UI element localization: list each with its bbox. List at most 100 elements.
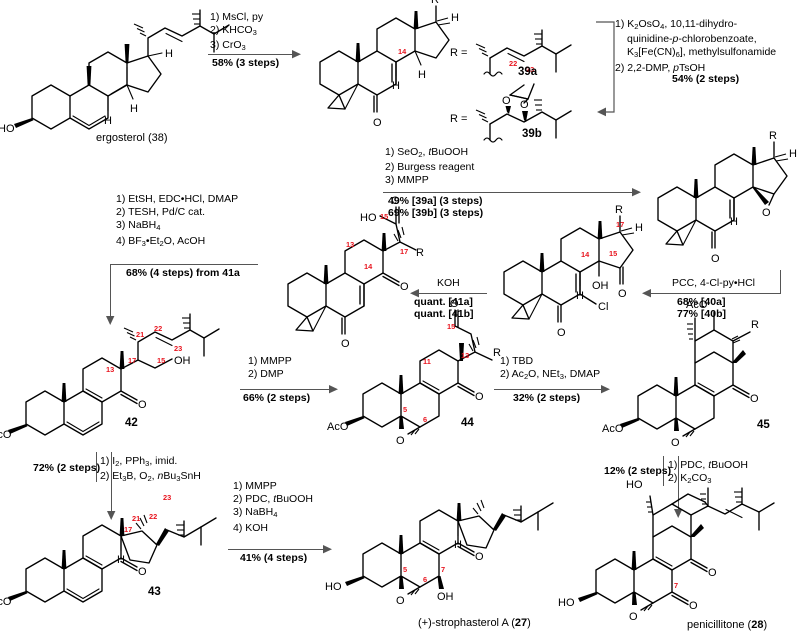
locant-c13: 13: [106, 365, 114, 374]
svg-text:R =: R =: [450, 47, 467, 59]
arrow-head-allylic: [632, 187, 642, 198]
svg-text:H: H: [576, 290, 584, 302]
arrow-dihydroxylation: [596, 20, 620, 120]
svg-text:O: O: [671, 437, 680, 449]
locant-c15: 15: [609, 249, 617, 258]
locant-c23: 23: [526, 65, 534, 74]
locant-c17: 17: [128, 356, 136, 365]
structure-strophasterol-a-27: O HO O OH H 5 6 7: [325, 490, 555, 620]
arrow-down-radical: [111, 452, 113, 514]
svg-text:H: H: [789, 148, 797, 160]
condition-line: 1) MsCl, py: [210, 11, 264, 23]
structure-sidechain-39b: R = O O: [450, 78, 630, 148]
locant-c21: 21: [136, 330, 144, 339]
locant-c7: 7: [674, 581, 678, 590]
condition-line: KOH: [437, 277, 460, 289]
arrow-divider-radical: [96, 452, 98, 482]
svg-text:H: H: [454, 539, 462, 551]
condition-line: 4) KOH: [233, 521, 269, 534]
compound-label-45: 45: [757, 419, 770, 431]
svg-text:R: R: [769, 130, 777, 142]
svg-text:O: O: [762, 207, 771, 219]
yield-final-penicillitone: 12% (2 steps): [604, 465, 672, 477]
condition-line: 1) TBD: [500, 355, 534, 367]
condition-line: 2) DMP: [248, 368, 284, 381]
arrow-head-fourstep: [105, 316, 116, 326]
svg-text:Cl: Cl: [598, 301, 608, 313]
locant-c7: 7: [441, 565, 445, 574]
svg-text:O: O: [341, 338, 350, 350]
svg-text:O: O: [689, 600, 698, 612]
compound-label-28: penicillitone (28): [687, 619, 768, 631]
arrow-head-final-strophasterol: [323, 544, 333, 555]
compound-label-38: ergosterol (38): [96, 132, 168, 144]
condition-line: 2) PDC, tBuOOH: [233, 493, 313, 506]
svg-text:O: O: [138, 399, 147, 411]
locant-c22: 22: [149, 512, 157, 521]
svg-text:H: H: [117, 554, 125, 566]
condition-line: 1) SeO2, tBuOOH: [385, 146, 469, 159]
condition-line: 2) Ac2O, NEt3, DMAP: [500, 368, 601, 382]
conditions-fourstep: 1) EtSH, EDC•HCl, DMAP 2) TESH, Pd/C cat…: [116, 193, 238, 250]
svg-text:O: O: [391, 195, 400, 207]
svg-text:R: R: [431, 0, 439, 6]
arrow-divider-penicillitone: [663, 456, 665, 486]
compound-label-39b: 39b: [522, 128, 542, 140]
locant-c23: 23: [174, 344, 182, 353]
conditions-mmpp-dmp: 1) MMPP 2) DMP: [248, 355, 292, 381]
compound-label-39a: 39a: [518, 66, 538, 78]
svg-text:O: O: [400, 281, 409, 293]
condition-line: 2) Burgess reagent: [385, 161, 475, 174]
yield-radical: 72% (2 steps): [33, 462, 101, 474]
arrow-shaft-fourstep: [110, 264, 258, 266]
svg-text:O: O: [711, 253, 720, 265]
yield-koh-41a: quant. [41a]: [414, 296, 473, 308]
svg-text:H: H: [130, 103, 138, 115]
arrow-shaft-allylic: [383, 192, 635, 194]
yield-allylic-39a: 49% [39a] (3 steps): [388, 195, 483, 207]
svg-text:R: R: [493, 347, 501, 359]
locant-c15: 15: [380, 212, 388, 221]
locant-c17: 17: [400, 247, 408, 256]
yield-step1: 58% (3 steps): [212, 57, 280, 69]
structure-epoxide-40: O H O R H: [638, 130, 798, 270]
condition-line: 3) MMPP: [385, 174, 429, 187]
condition-line: 3) NaBH4: [116, 219, 161, 233]
locant-c17: 17: [124, 525, 132, 534]
conditions-koh: KOH: [437, 277, 460, 290]
locant-c15: 15: [447, 322, 455, 331]
locant-c22: 22: [154, 324, 162, 333]
structure-42: O AcO OH 13 17 21 22 23 15: [0, 313, 228, 458]
svg-text:O: O: [520, 99, 529, 111]
arrow-down-penicillitone: [678, 456, 680, 512]
locant-c14: 14: [581, 250, 590, 259]
locant-c23: 23: [163, 493, 171, 502]
svg-text:O: O: [475, 391, 484, 403]
svg-text:HO: HO: [325, 581, 342, 593]
arrow-head-mmpp-dmp: [329, 384, 339, 395]
svg-text:AcO: AcO: [327, 421, 349, 433]
locant-c22: 22: [509, 59, 517, 68]
arrow-down-fourstep: [110, 264, 112, 319]
svg-text:H: H: [635, 222, 643, 234]
svg-text:AcO: AcO: [602, 423, 624, 435]
condition-line: 1) MMPP: [248, 355, 292, 367]
arrow-shaft-final-strophasterol: [228, 549, 326, 551]
structure-sidechain-39a: R = 22 23: [450, 6, 630, 84]
condition-line: 2) Et3B, O2, nBu3SnH: [100, 470, 201, 484]
yield-tbd: 32% (2 steps): [513, 392, 581, 404]
condition-line: 3) CrO3: [210, 39, 246, 53]
yield-dihydroxylation: 54% (2 steps): [672, 73, 740, 85]
condition-line: K3[Fe(CN)6], methylsulfonamide: [627, 46, 777, 60]
svg-text:AcO: AcO: [686, 299, 708, 311]
locant-c13: 13: [461, 351, 469, 360]
locant-c5: 5: [403, 565, 407, 574]
conditions-radical: 1) I2, PPh3, imid. 2) Et3B, O2, nBu3SnH: [100, 455, 201, 485]
svg-text:H: H: [165, 48, 173, 60]
conditions-final-strophasterol: 1) MMPP 2) PDC, tBuOOH 3) NaBH4 4) KOH: [233, 480, 313, 535]
yield-fourstep: 68% (4 steps) from 41a: [126, 267, 240, 279]
condition-line: 1) EtSH, EDC•HCl, DMAP: [116, 193, 239, 205]
svg-text:H: H: [418, 69, 426, 81]
arrow-shaft-step1: [208, 54, 294, 56]
structure-45: O AcO O R AcO: [602, 299, 795, 462]
